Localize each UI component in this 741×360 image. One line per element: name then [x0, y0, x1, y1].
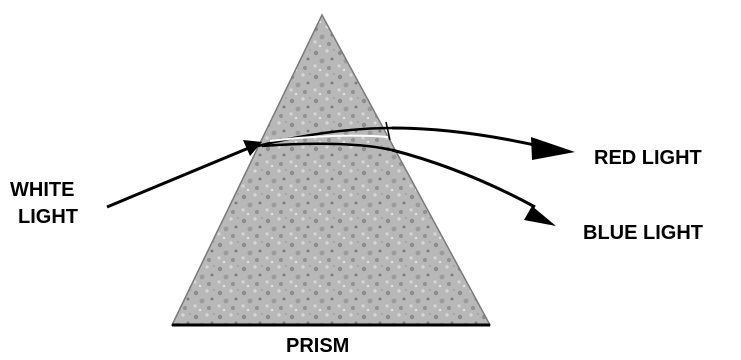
red-light-arrowhead — [531, 137, 575, 160]
red-light-label: RED LIGHT — [594, 146, 702, 170]
white-light-label-line1: WHITE — [10, 178, 74, 202]
white-light-label-line2: LIGHT — [18, 205, 78, 229]
blue-light-label: BLUE LIGHT — [583, 221, 703, 245]
red-light-ray — [392, 128, 548, 148]
prism-triangle — [172, 15, 490, 325]
blue-light-arrowhead — [524, 206, 556, 226]
prism-label: PRISM — [286, 334, 349, 358]
